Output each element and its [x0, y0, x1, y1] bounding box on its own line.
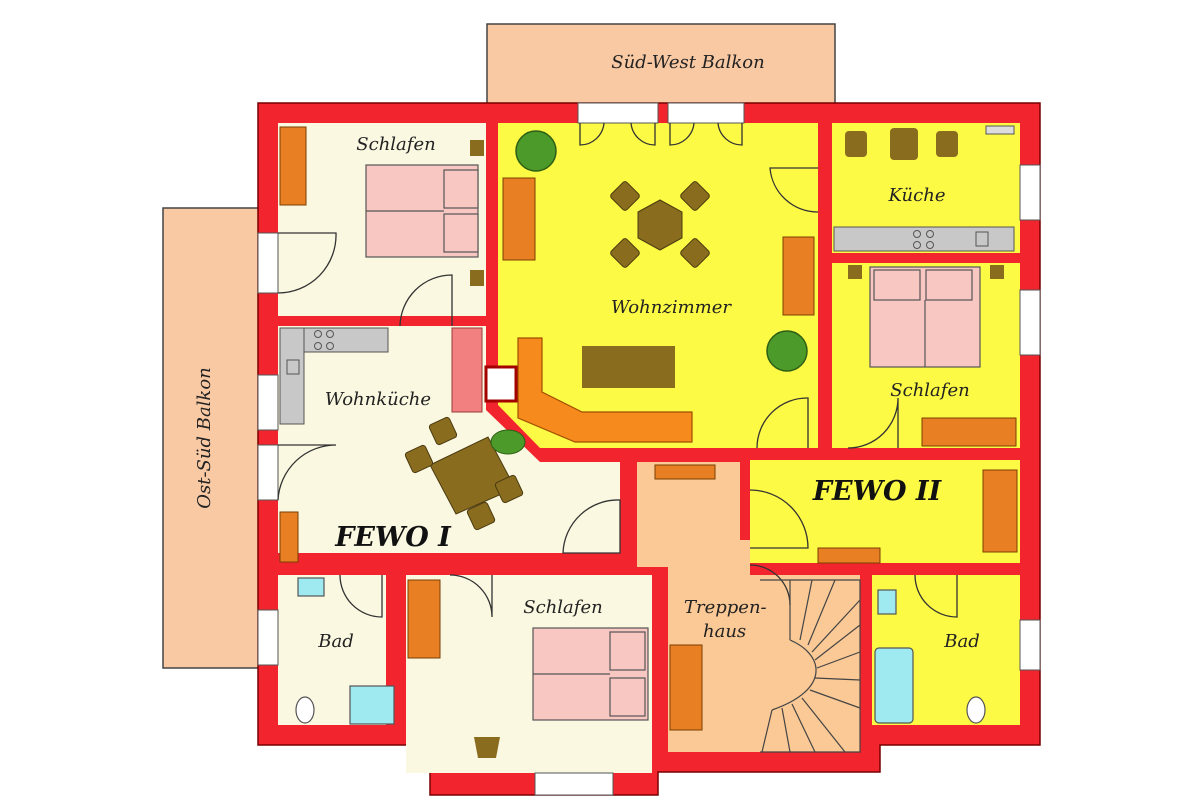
label-fewo-2: FEWO II — [812, 476, 943, 507]
label-east-south-balcony: Ost-Süd Balkon — [194, 367, 215, 509]
label-wohnzimmer: Wohnzimmer — [611, 297, 732, 318]
sofa — [484, 337, 693, 443]
label-schlafen-nw: Schlafen — [356, 134, 435, 155]
plants — [515, 130, 808, 372]
label-kueche: Küche — [888, 185, 946, 206]
bath-fixtures — [295, 577, 986, 725]
shower-tray — [349, 685, 395, 725]
south-west-balcony — [486, 23, 836, 105]
beds — [365, 164, 981, 721]
dining-table-living — [610, 181, 710, 268]
label-wohnkueche: Wohnküche — [325, 389, 431, 410]
small-furniture — [470, 128, 1004, 758]
label-bad-w: Bad — [317, 631, 353, 652]
label-treppenhaus-1: Treppen- — [684, 597, 767, 618]
kitchen-counters — [279, 125, 1015, 425]
label-treppenhaus-2: haus — [703, 621, 746, 642]
doors — [277, 122, 958, 618]
bathtub — [874, 647, 914, 724]
label-south-west-balcony: Süd-West Balkon — [611, 52, 764, 73]
windows — [257, 102, 1041, 796]
room-wohnzimmer — [498, 123, 818, 448]
label-bad-e: Bad — [943, 631, 979, 652]
stair-steps — [760, 579, 861, 753]
coffee-table — [582, 346, 675, 388]
label-schlafen-e: Schlafen — [890, 380, 969, 401]
wohnkueche-furniture — [404, 327, 526, 531]
cabinets — [279, 126, 1018, 731]
label-fewo-1: FEWO I — [334, 522, 452, 553]
east-south-balcony — [162, 207, 260, 669]
label-schlafen-s: Schlafen — [523, 597, 602, 618]
